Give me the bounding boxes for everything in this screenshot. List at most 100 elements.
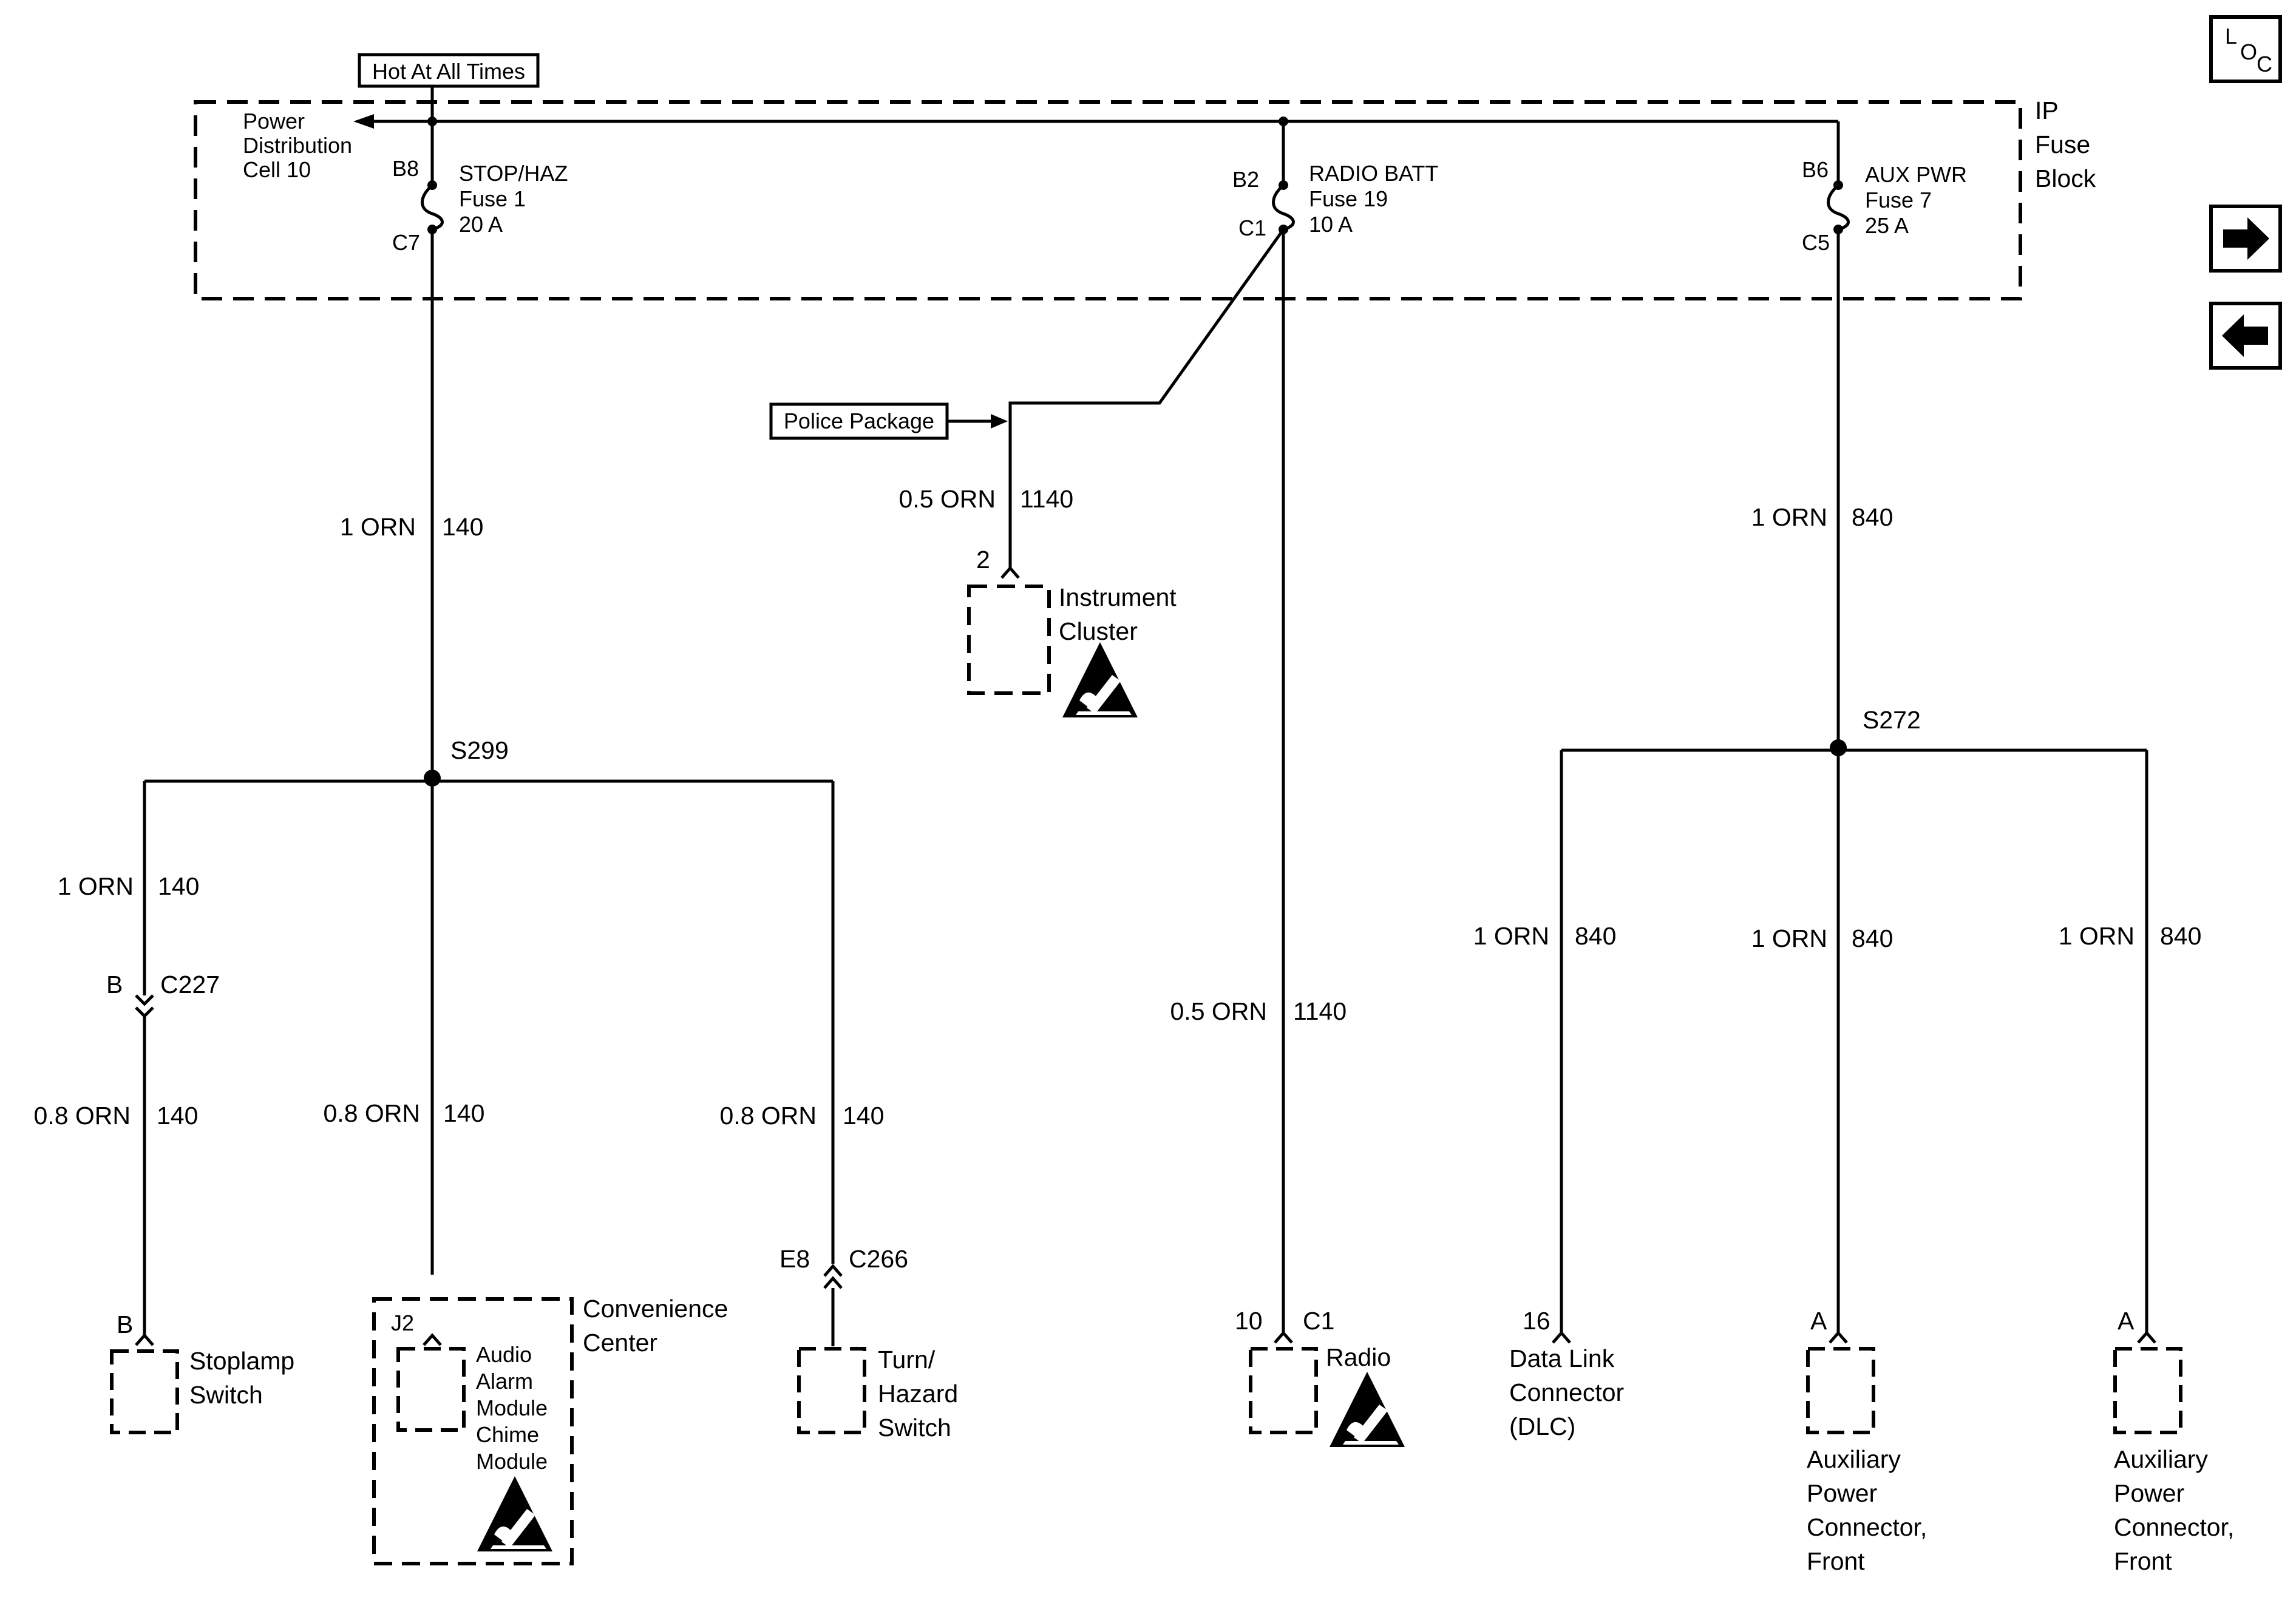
circuit-140: 1 ORN 140 S299 1 ORN 140 B C227 0.8 ORN … xyxy=(34,229,908,1346)
radio-connector: C1 xyxy=(1303,1307,1334,1335)
dlc-pin: 16 xyxy=(1523,1307,1550,1335)
loc-l-glyph: L xyxy=(2225,24,2237,49)
loc-button[interactable]: L O C xyxy=(2209,15,2282,83)
wire-1140-cluster-size: 0.5 ORN xyxy=(899,485,996,513)
turn-hazard-switch-label-line1: Turn/ xyxy=(878,1346,936,1374)
loc-c-glyph: C xyxy=(2257,52,2272,76)
stoplamp-switch-pin: B xyxy=(117,1310,133,1338)
data-link-connector: 16 Data Link Connector (DLC) xyxy=(1509,1307,1624,1440)
instrument-cluster-pin: 2 xyxy=(976,546,990,574)
wire-140-a1-size: 1 ORN xyxy=(58,872,134,900)
aux-front-2-label-line1: Auxiliary xyxy=(2114,1445,2208,1473)
splice-s272-label: S272 xyxy=(1863,706,1921,734)
esd-warning-icon xyxy=(477,1476,552,1551)
loc-o-glyph: O xyxy=(2240,39,2257,64)
wire-840-a-circuit: 840 xyxy=(1575,922,1616,950)
splice-s272-dot xyxy=(1830,739,1847,756)
dlc-label-line3: (DLC) xyxy=(1509,1412,1575,1440)
fuse-stop-haz-name: STOP/HAZ xyxy=(459,161,568,186)
instrument-cluster: 2 Instrument Cluster xyxy=(967,546,1177,717)
wire-840-c-size: 1 ORN xyxy=(2059,922,2135,950)
wire-140-c-size: 0.8 ORN xyxy=(720,1102,817,1130)
previous-page-button[interactable] xyxy=(2209,302,2282,370)
wire-140-a2-size: 0.8 ORN xyxy=(34,1102,131,1130)
pdc-label-line2: Distribution xyxy=(243,133,352,158)
fuse-block-name-line1: IP xyxy=(2035,97,2059,124)
wire-840-c-circuit: 840 xyxy=(2160,922,2201,950)
radio-label: Radio xyxy=(1326,1343,1391,1371)
fuse-aux-pwr-rating: 25 A xyxy=(1865,213,1909,238)
instrument-cluster-label-line2: Cluster xyxy=(1059,617,1138,645)
turn-hazard-switch-label-line2: Hazard xyxy=(878,1380,958,1408)
turn-hazard-switch: Turn/ Hazard Switch xyxy=(797,1346,958,1442)
aux-front-1-label-line3: Connector, xyxy=(1807,1513,1927,1541)
circuit-1140-radio: 0.5 ORN 1140 xyxy=(1170,229,1347,1333)
fuse-aux-pwr-name: AUX PWR xyxy=(1865,162,1967,187)
aux-front-1-label-line2: Power xyxy=(1807,1479,1877,1507)
convenience-center-pin: J2 xyxy=(391,1310,414,1335)
fuse-aux-pwr: B6 C5 AUX PWR Fuse 7 25 A xyxy=(1802,157,1967,255)
wire-140-c-circuit: 140 xyxy=(843,1102,884,1130)
fuse-block-name-line3: Block xyxy=(2035,164,2096,192)
fuse-aux-pwr-number: Fuse 7 xyxy=(1865,188,1932,212)
esd-warning-icon xyxy=(1330,1372,1405,1447)
wire-140-b-circuit: 140 xyxy=(443,1099,484,1127)
wire-140-a2-circuit: 140 xyxy=(157,1102,198,1130)
next-page-button[interactable] xyxy=(2209,205,2282,273)
instrument-cluster-label-line1: Instrument xyxy=(1059,583,1177,611)
police-package-label: Police Package xyxy=(784,408,934,433)
fuse-stop-haz-number: Fuse 1 xyxy=(459,186,526,211)
arrow-left-icon xyxy=(2222,314,2268,357)
circuit-840: 1 ORN 840 S272 1 ORN 840 1 ORN 840 1 ORN… xyxy=(1473,229,2201,1333)
c227-pin: B xyxy=(106,971,123,998)
pdc-label-line3: Cell 10 xyxy=(243,157,311,182)
wire-140-b-size: 0.8 ORN xyxy=(324,1099,421,1127)
c227-name: C227 xyxy=(160,971,220,998)
pdc-label-line1: Power xyxy=(243,109,305,134)
aux-power-connector-front-1: A Auxiliary Power Connector, Front xyxy=(1806,1307,1927,1575)
c266-pin: E8 xyxy=(779,1245,810,1273)
aux-front-2-label-line3: Connector, xyxy=(2114,1513,2234,1541)
ip-fuse-block: IP Fuse Block Power Distribution Cell 10… xyxy=(194,53,2096,300)
wire-1140-cluster-circuit: 1140 xyxy=(1020,485,1073,513)
fuse-radio-batt-number: Fuse 19 xyxy=(1309,186,1388,211)
aux-front-2-pin: A xyxy=(2118,1307,2135,1335)
wire-840-b-size: 1 ORN xyxy=(1751,924,1827,952)
radio-pin: 10 xyxy=(1235,1307,1263,1335)
aux-front-2-label-line2: Power xyxy=(2114,1479,2184,1507)
wire-140-a1-circuit: 140 xyxy=(158,872,199,900)
fuse-stop-haz-rating: 20 A xyxy=(459,212,503,237)
source-label: Hot At All Times xyxy=(372,59,525,84)
convenience-center-inner-line5: Module xyxy=(476,1449,548,1474)
convenience-center-inner-line4: Chime xyxy=(476,1422,539,1447)
stoplamp-switch-label-line2: Switch xyxy=(189,1381,263,1409)
fuse-radio-batt-out-pin: C1 xyxy=(1238,215,1266,240)
wire-840-main-size: 1 ORN xyxy=(1751,503,1827,531)
fuse-stop-haz-out-pin: C7 xyxy=(392,230,420,255)
fuse-radio-batt-name: RADIO BATT xyxy=(1309,161,1438,186)
wire-1140-radio-size: 0.5 ORN xyxy=(1170,997,1268,1025)
aux-front-1-label-line4: Front xyxy=(1807,1547,1865,1575)
c266-name: C266 xyxy=(849,1245,908,1273)
fuse-aux-pwr-out-pin: C5 xyxy=(1802,230,1830,255)
stoplamp-switch-label-line1: Stoplamp xyxy=(189,1347,294,1375)
wire-840-main-circuit: 840 xyxy=(1852,503,1893,531)
convenience-center-label-line1: Convenience xyxy=(583,1295,728,1323)
splice-s299-label: S299 xyxy=(450,736,509,764)
stoplamp-switch: B Stoplamp Switch xyxy=(110,1310,294,1434)
fuse-aux-pwr-in-pin: B6 xyxy=(1802,157,1829,182)
fuse-radio-batt-in-pin: B2 xyxy=(1232,167,1259,192)
convenience-center-label-line2: Center xyxy=(583,1329,657,1357)
dlc-label-line2: Connector xyxy=(1509,1378,1624,1406)
convenience-center-inner-line3: Module xyxy=(476,1395,548,1420)
fuse-stop-haz-in-pin: B8 xyxy=(392,156,419,181)
aux-front-1-label-line1: Auxiliary xyxy=(1807,1445,1901,1473)
circuit-1140-cluster: Police Package 0.5 ORN 1140 xyxy=(769,228,1285,568)
fuse-radio-batt-rating: 10 A xyxy=(1309,212,1353,237)
fuse-stop-haz: B8 C7 STOP/HAZ Fuse 1 20 A xyxy=(392,121,568,255)
wire-140-main-size: 1 ORN xyxy=(340,513,416,541)
wire-840-a-size: 1 ORN xyxy=(1473,922,1549,950)
fuse-radio-batt: B2 C1 RADIO BATT Fuse 19 10 A xyxy=(1232,121,1438,240)
convenience-center: Convenience Center J2 Audio Alarm Module… xyxy=(372,1295,728,1565)
